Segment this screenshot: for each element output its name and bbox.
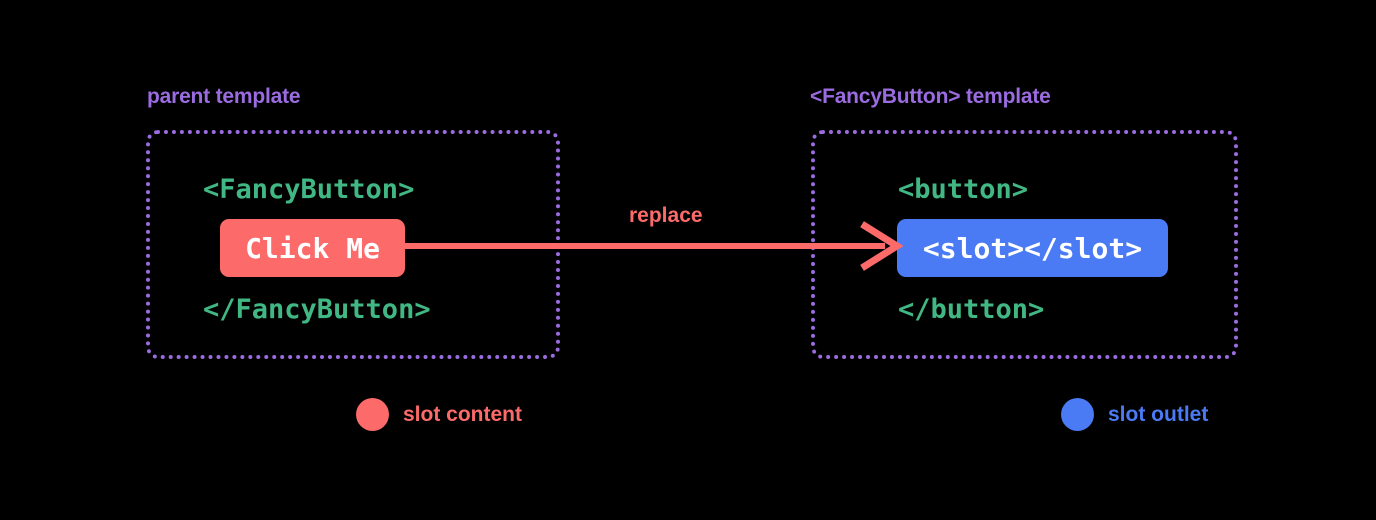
- parent-template-label: parent template: [147, 85, 301, 108]
- legend-label-slot-outlet: slot outlet: [1108, 402, 1209, 426]
- slot-outlet-swatch-icon: [1061, 398, 1094, 431]
- code-close-button: </button>: [898, 294, 1045, 325]
- legend-item-slot-outlet: slot outlet: [1061, 398, 1208, 431]
- slot-outlet-chip[interactable]: <slot></slot>: [897, 219, 1168, 277]
- slot-content-swatch-icon: [356, 398, 389, 431]
- slot-content-chip[interactable]: Click Me: [220, 219, 405, 277]
- replace-arrow-label: replace: [629, 204, 703, 227]
- fancybutton-template-label: <FancyButton> template: [810, 85, 1051, 108]
- code-close-fancybutton: </FancyButton>: [203, 294, 431, 325]
- code-open-fancybutton: <FancyButton>: [203, 174, 415, 205]
- legend-item-slot-content: slot content: [356, 398, 522, 431]
- replace-arrow-icon: [395, 221, 904, 271]
- code-open-button: <button>: [898, 174, 1029, 205]
- legend-label-slot-content: slot content: [403, 402, 522, 426]
